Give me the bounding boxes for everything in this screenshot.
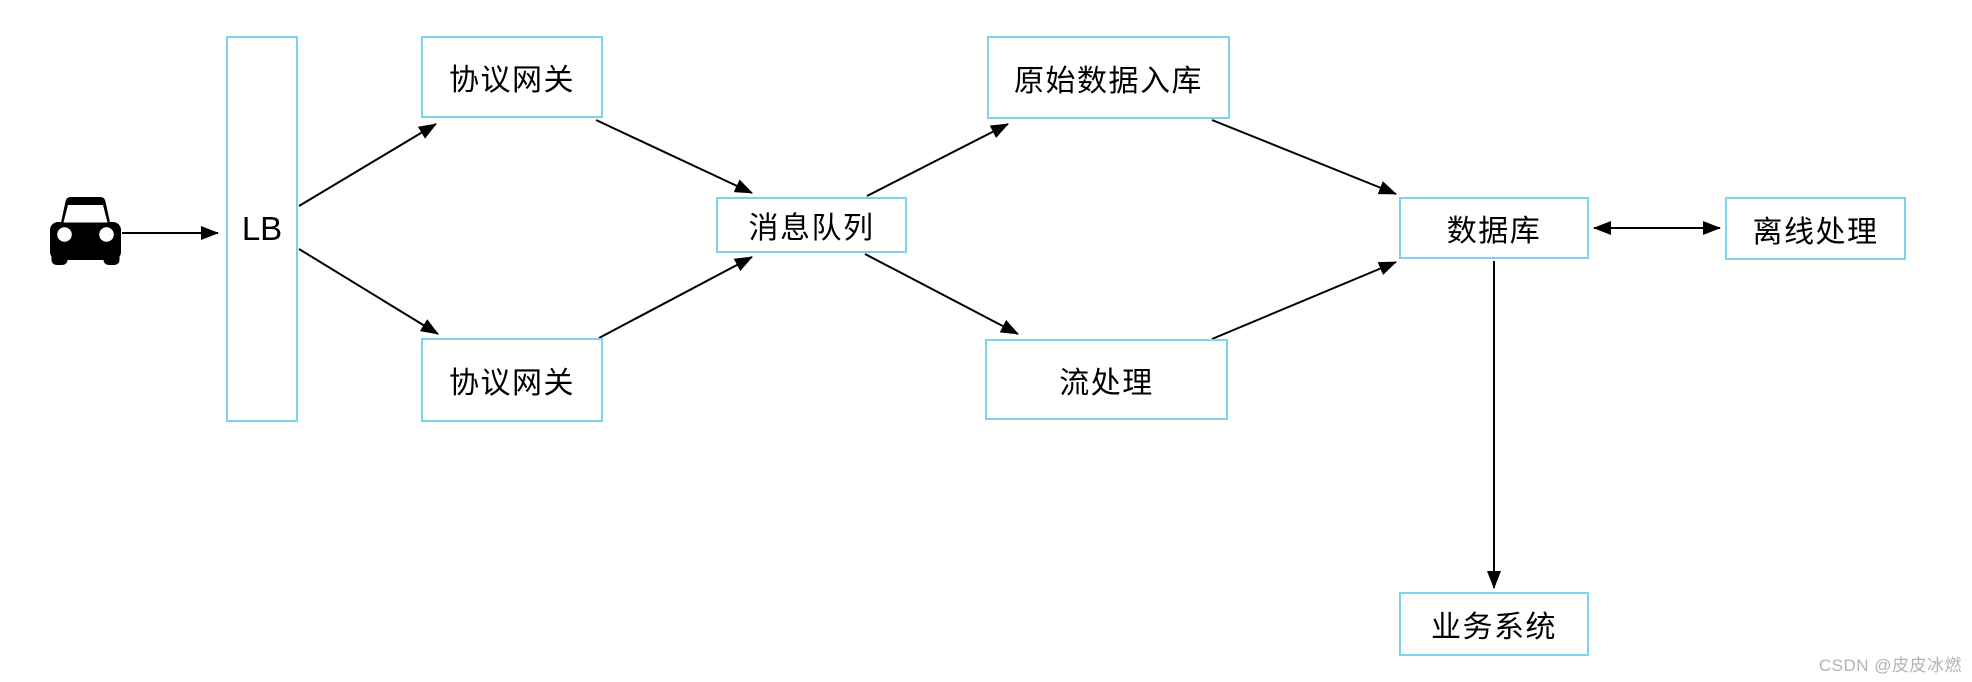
node-database: 数据库 xyxy=(1399,197,1589,259)
edge-mq-to-stream xyxy=(864,253,1019,335)
node-offline-processing: 离线处理 xyxy=(1725,197,1906,260)
edge-gateway-top-to-mq xyxy=(595,119,753,194)
node-load-balancer: LB xyxy=(226,36,298,422)
node-message-queue: 消息队列 xyxy=(716,197,907,253)
edge-stream-to-db xyxy=(1211,261,1397,340)
node-stream-processing: 流处理 xyxy=(985,339,1228,420)
edge-gateway-bottom-to-mq xyxy=(598,256,753,339)
node-load-balancer-label: LB xyxy=(241,210,283,247)
node-stream-processing-label: 流处理 xyxy=(1059,366,1154,400)
node-offline-processing-label: 离线处理 xyxy=(1752,215,1879,249)
watermark: CSDN @皮皮冰燃 xyxy=(1818,656,1962,675)
edge-mq-to-raw-data xyxy=(866,123,1009,197)
node-protocol-gateway-bottom: 协议网关 xyxy=(421,338,603,422)
node-protocol-gateway-top-label: 协议网关 xyxy=(449,64,575,97)
car-icon xyxy=(50,197,121,265)
node-business-system-label: 业务系统 xyxy=(1431,611,1557,644)
node-protocol-gateway-bottom-label: 协议网关 xyxy=(449,367,575,400)
edge-raw-data-to-db xyxy=(1211,119,1397,195)
node-raw-data-ingest: 原始数据入库 xyxy=(987,36,1230,119)
edge-lb-to-gateway-top xyxy=(298,123,437,207)
node-database-label: 数据库 xyxy=(1446,215,1542,248)
node-business-system: 业务系统 xyxy=(1399,592,1589,656)
edge-lb-to-gateway-bottom xyxy=(298,248,439,335)
node-raw-data-ingest-label: 原始数据入库 xyxy=(1014,64,1203,98)
node-message-queue-label: 消息队列 xyxy=(748,212,875,245)
node-protocol-gateway-top: 协议网关 xyxy=(421,36,603,118)
